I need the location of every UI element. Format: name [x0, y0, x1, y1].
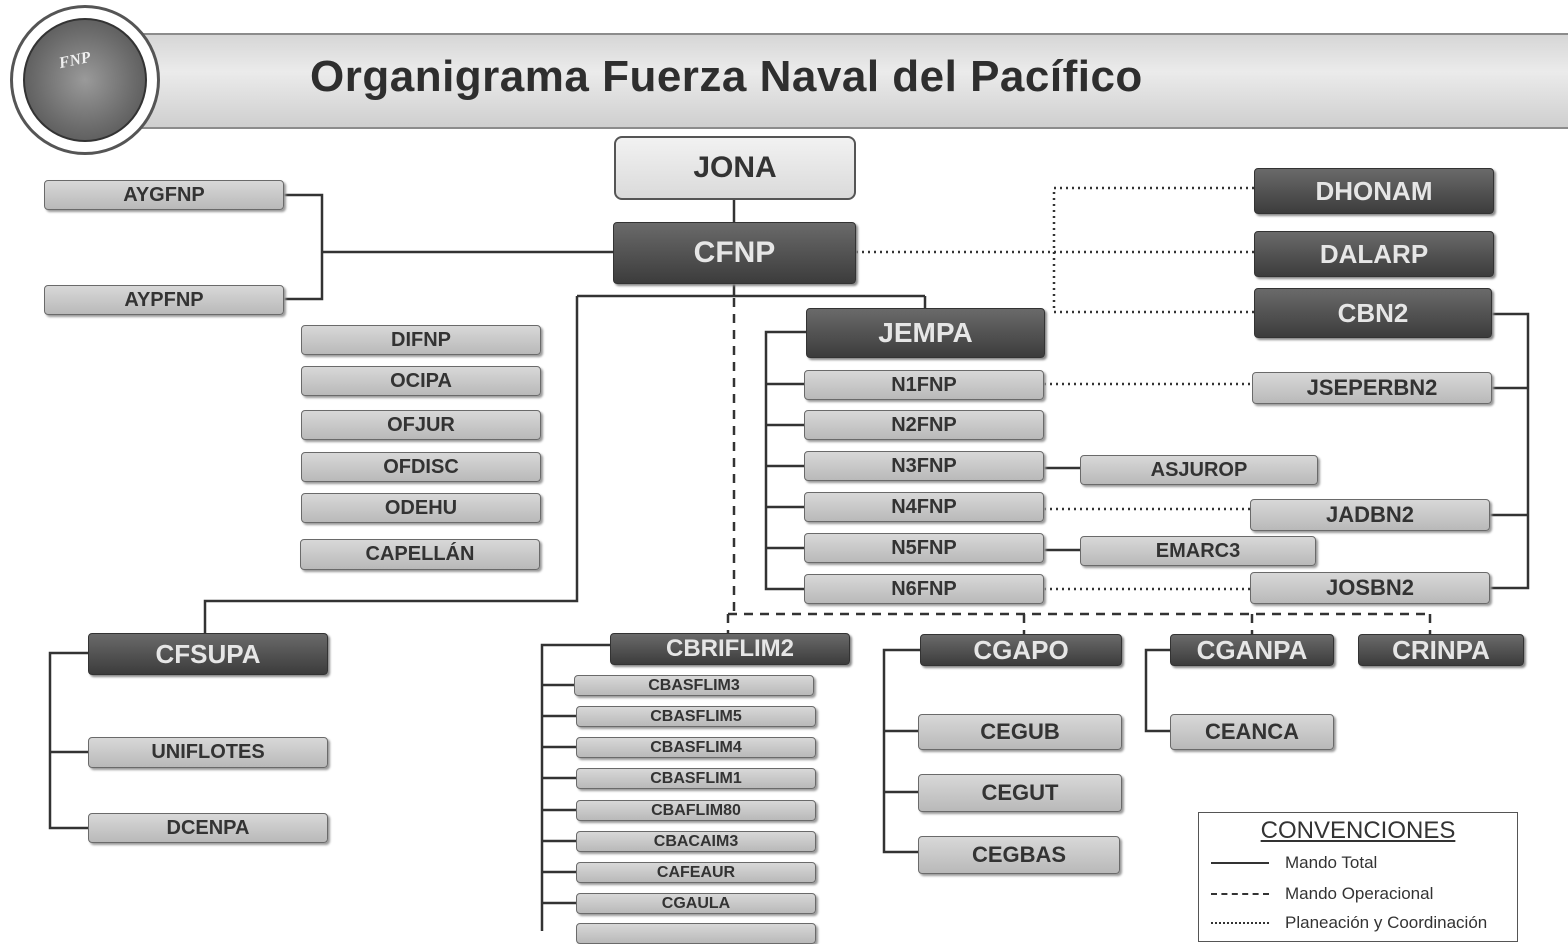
- node-dalarp: DALARP: [1254, 231, 1494, 277]
- line-cfsupa-children: [48, 651, 88, 830]
- node-dcenpa: DCENPA: [88, 813, 328, 843]
- node-cbacaim3: CBACAIM3: [576, 831, 816, 852]
- node-capellan: CAPELLÁN: [300, 539, 540, 570]
- node-crinpa: CRINPA: [1358, 634, 1524, 666]
- line-ayg-ayp-bracket: [284, 193, 324, 301]
- legend-item: Planeación y Coordinación: [1211, 912, 1487, 934]
- node-josbn2: JOSBN2: [1250, 572, 1490, 604]
- legend-item: Mando Operacional: [1211, 883, 1433, 905]
- line-cbn2-bracket: [1490, 312, 1530, 590]
- node-cbasflim3: CBASFLIM3: [574, 675, 814, 696]
- node-ceanca: CEANCA: [1170, 714, 1334, 750]
- legend-label: Planeación y Coordinación: [1285, 913, 1488, 932]
- node-jempa: JEMPA: [806, 308, 1045, 358]
- legend-swatch-solid: [1211, 862, 1269, 864]
- node-uniflotes: UNIFLOTES: [88, 737, 328, 768]
- naval-seal-logo: FNP: [10, 5, 160, 155]
- title-banner: [95, 33, 1568, 129]
- node-emarc3: EMARC3: [1080, 536, 1316, 566]
- node-n3fnp: N3FNP: [804, 451, 1044, 481]
- legend-swatch-dotted: [1211, 922, 1269, 924]
- node-n5fnp: N5FNP: [804, 533, 1044, 563]
- node-cbasflim4: CBASFLIM4: [576, 737, 816, 758]
- line-cgapo-children: [882, 648, 920, 854]
- node-aypfnp: AYPFNP: [44, 285, 284, 315]
- node-ofdisc: OFDISC: [301, 452, 541, 482]
- line-cganpa-children: [1144, 648, 1170, 733]
- node-cfnp: CFNP: [613, 222, 856, 284]
- node-cbasflim1: CBASFLIM1: [576, 768, 816, 789]
- seal-emblem: [23, 18, 147, 142]
- legend-item: Mando Total: [1211, 852, 1377, 874]
- node-jadbn2: JADBN2: [1250, 499, 1490, 531]
- line-cbriflim2-children: [540, 643, 610, 931]
- line-coord-dhonam-cbn2: [1052, 186, 1254, 314]
- node-dhonam: DHONAM: [1254, 168, 1494, 214]
- node-difnp: DIFNP: [301, 325, 541, 355]
- page-title: Organigrama Fuerza Naval del Pacífico: [310, 52, 1143, 101]
- node-ocipa: OCIPA: [301, 366, 541, 396]
- line-to-cfsupa: [203, 296, 579, 633]
- node-cfsupa: CFSUPA: [88, 633, 328, 675]
- node-cegut: CEGUT: [918, 774, 1122, 812]
- line-jempa-staff: [764, 330, 806, 591]
- node-aygfnp: AYGFNP: [44, 180, 284, 210]
- node-cbasflim5: CBASFLIM5: [576, 706, 816, 727]
- node-n2fnp: N2FNP: [804, 410, 1044, 440]
- node-cganpa: CGANPA: [1170, 634, 1334, 666]
- node-cbriflim2: CBRIFLIM2: [610, 633, 850, 665]
- node-cegub: CEGUB: [918, 714, 1122, 750]
- node-jona: JONA: [614, 136, 856, 200]
- legend-label: Mando Operacional: [1285, 884, 1434, 903]
- node-jseperbn2: JSEPERBN2: [1252, 372, 1492, 404]
- node-cgapo: CGAPO: [920, 634, 1122, 666]
- node-n1fnp: N1FNP: [804, 370, 1044, 400]
- node-ofjur: OFJUR: [301, 410, 541, 440]
- node-cbn2: CBN2: [1254, 288, 1492, 338]
- node-cbaflim80: CBAFLIM80: [576, 800, 816, 821]
- node-cgaula: CGAULA: [576, 893, 816, 914]
- node-cegbas: CEGBAS: [918, 836, 1120, 874]
- legend-title: CONVENCIONES: [1260, 817, 1456, 844]
- node-n6fnp: N6FNP: [804, 574, 1044, 604]
- node-odehu: ODEHU: [301, 493, 541, 523]
- node-cafeaur: CAFEAUR: [576, 862, 816, 883]
- node-asjurop: ASJUROP: [1080, 455, 1318, 485]
- legend-swatch-dashed: [1211, 893, 1269, 895]
- node-cut-off: [576, 923, 816, 944]
- legend: CONVENCIONES Mando Total Mando Operacion…: [1198, 812, 1518, 942]
- node-n4fnp: N4FNP: [804, 492, 1044, 522]
- legend-label: Mando Total: [1285, 853, 1378, 872]
